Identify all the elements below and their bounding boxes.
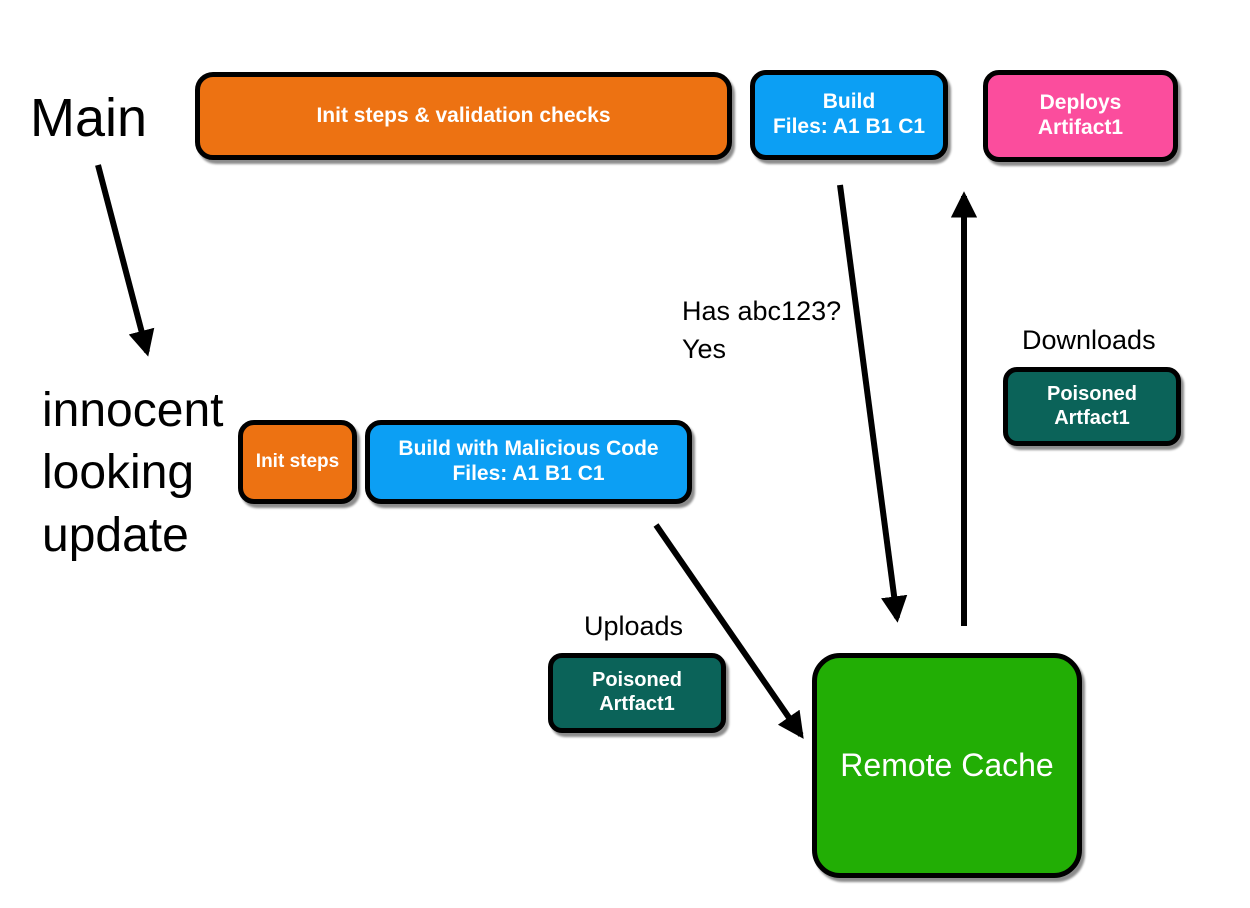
arrow-main-to-branch <box>95 164 155 357</box>
node-deploys-artifact[interactable]: Deploys Artifact1 <box>983 70 1178 162</box>
node-poisoned-artifact-download[interactable]: Poisoned Artfact1 <box>1003 367 1181 446</box>
poisoned-download-line2: Artfact1 <box>1054 406 1130 429</box>
node-build-with-malicious-code[interactable]: Build with Malicious Code Files: A1 B1 C… <box>365 420 692 504</box>
node-init-steps[interactable]: Init steps <box>238 420 357 504</box>
node-init-validation-label: Init steps & validation checks <box>316 103 611 127</box>
node-build-main-title: Build <box>822 90 876 114</box>
poisoned-upload-line1: Poisoned <box>591 669 682 692</box>
uploads-label: Uploads <box>584 611 684 641</box>
node-build-malicious-files: Files: A1 B1 C1 <box>452 462 605 485</box>
node-build-main-files: Files: A1 B1 C1 <box>772 115 926 138</box>
node-poisoned-artifact-upload[interactable]: Poisoned Artfact1 <box>548 653 726 733</box>
downloads-label: Downloads <box>1022 325 1156 355</box>
node-init-steps-label: Init steps <box>255 450 340 472</box>
node-remote-cache-label: Remote Cache <box>840 746 1054 783</box>
node-build-main[interactable]: Build Files: A1 B1 C1 <box>750 70 948 160</box>
node-init-steps-validation-checks[interactable]: Init steps & validation checks <box>195 72 732 160</box>
node-remote-cache[interactable]: Remote Cache <box>812 653 1082 878</box>
cache-lookup-label: Has abc123? Yes <box>682 296 842 365</box>
arrow-build-to-cache <box>837 184 908 623</box>
branch-label-main: Main <box>30 88 148 148</box>
node-deploys-artifact-name: Artifact1 <box>1037 116 1124 139</box>
poisoned-download-line1: Poisoned <box>1046 382 1137 405</box>
poisoned-upload-line2: Artfact1 <box>599 693 675 715</box>
node-deploys-title: Deploys <box>1039 91 1122 115</box>
node-build-malicious-title: Build with Malicious Code <box>398 437 659 461</box>
branch-label-feature: innocent looking update <box>42 384 224 562</box>
